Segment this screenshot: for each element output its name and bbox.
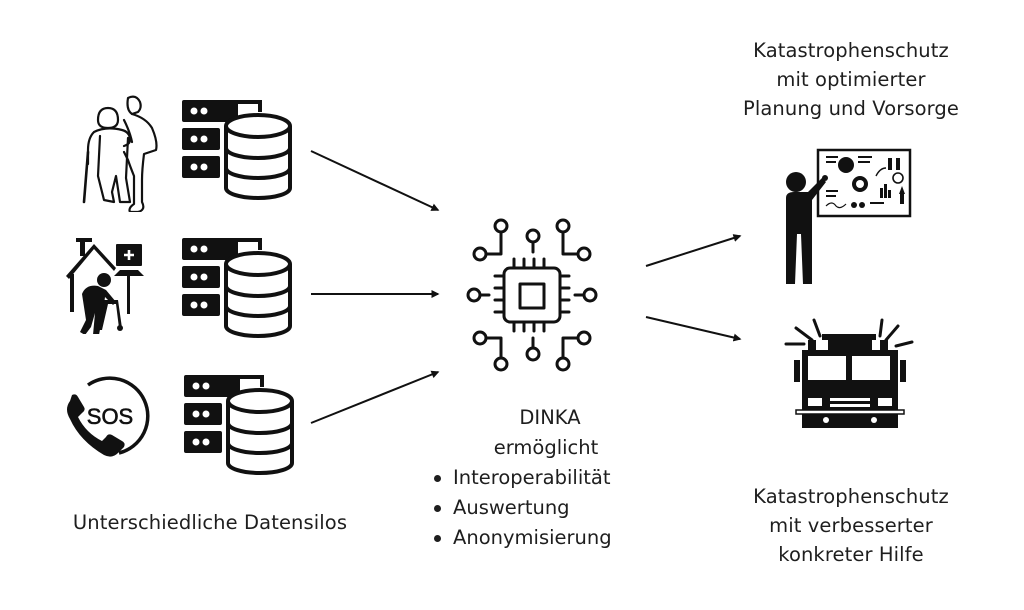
- arrow-source3-to-hub: [310, 370, 440, 424]
- outcome-planning-line-3: Planung und Vorsorge: [743, 97, 959, 120]
- arrow-source1-to-hub: [310, 150, 440, 211]
- sos-phone-icon: SOS: [67, 376, 150, 457]
- hub-title: DINKA: [519, 406, 581, 429]
- bullet-anonymization: Anonymisierung: [430, 523, 670, 553]
- outcome-planning-caption: Katastrophenschutz mit optimierter Planu…: [716, 36, 986, 123]
- hub-description: DINKA ermöglicht Interoperabilität Auswe…: [430, 403, 670, 553]
- outcome-help-line-2: mit verbesserter: [769, 514, 933, 537]
- sos-text: SOS: [87, 404, 133, 429]
- server-database-icon: [182, 238, 292, 338]
- hub-subtitle: ermöglicht: [493, 436, 599, 459]
- outcome-help-caption: Katastrophenschutz mit verbesserter konk…: [716, 482, 986, 569]
- arrow-hub-to-planning: [645, 234, 742, 267]
- outcome-planning-line-2: mit optimierter: [776, 68, 926, 91]
- hub-bullet-list: Interoperabilität Auswertung Anonymisier…: [430, 463, 670, 553]
- elderly-assist-icon: [82, 95, 158, 212]
- server-database-icon: [184, 375, 294, 475]
- outcome-planning-line-1: Katastrophenschutz: [753, 39, 949, 62]
- arrow-hub-to-help: [645, 316, 742, 342]
- bullet-interoperability: Interoperabilität: [430, 463, 670, 493]
- fire-truck-icon: [784, 318, 914, 428]
- outcome-help-line-3: konkreter Hilfe: [778, 543, 924, 566]
- bullet-analysis: Auswertung: [430, 493, 670, 523]
- ai-chip-icon: [466, 218, 598, 372]
- sources-label: Unterschiedliche Datensilos: [40, 508, 380, 537]
- presenter-dashboard-icon: [786, 148, 912, 284]
- care-home-walker-icon: [66, 238, 144, 334]
- server-database-icon: [182, 100, 292, 200]
- outcome-help-line-1: Katastrophenschutz: [753, 485, 949, 508]
- sources-label-text: Unterschiedliche Datensilos: [72, 511, 348, 534]
